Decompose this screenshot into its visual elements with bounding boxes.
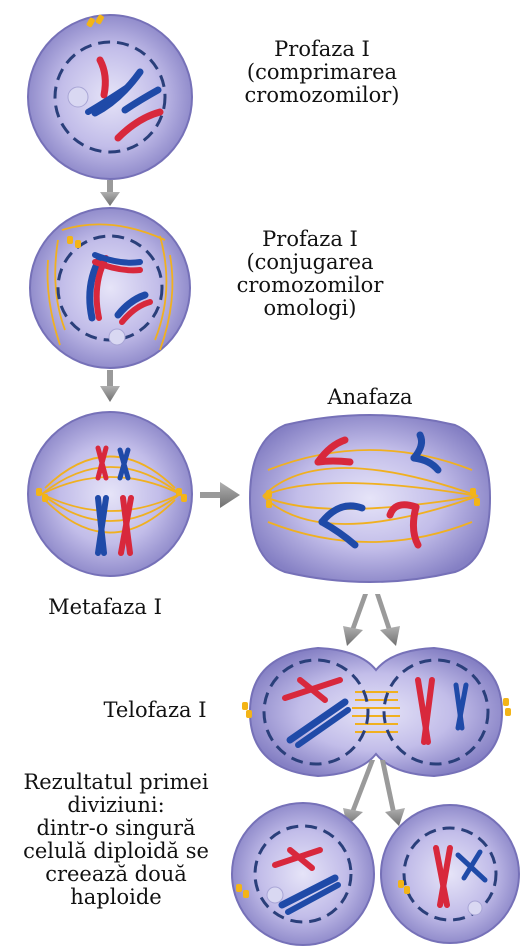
- label-line: (comprimarea: [222, 61, 422, 84]
- label-line: diviziuni:: [2, 794, 230, 817]
- centrosome-right: [503, 698, 511, 716]
- label-line: cromozomilor: [210, 274, 410, 297]
- nucleolus: [267, 887, 283, 903]
- cell-result-left: [232, 803, 374, 945]
- label-line: creează două: [2, 863, 230, 886]
- label-line: haploide: [2, 886, 230, 909]
- cell-result-right: [381, 805, 519, 943]
- label-line: (conjugarea: [210, 251, 410, 274]
- arrow-split-1: [343, 594, 400, 646]
- label-line: Anafaza: [300, 386, 440, 409]
- label-line: Rezultatul primei: [2, 771, 230, 794]
- arrow-down-2: [100, 370, 120, 402]
- label-line: Telofaza I: [80, 699, 230, 722]
- label-line: cromozomilor): [222, 84, 422, 107]
- label-metaphase: Metafaza I: [20, 596, 190, 619]
- cell-telophase: [242, 648, 511, 776]
- label-line: Profaza I: [210, 228, 410, 251]
- nucleolus: [109, 329, 125, 345]
- label-line: omologi): [210, 297, 410, 320]
- label-line: dintr-o singură: [2, 817, 230, 840]
- nucleolus: [468, 901, 482, 915]
- cell-anaphase: [250, 415, 490, 582]
- label-result: Rezultatul primei diviziuni: dintr-o sin…: [2, 771, 230, 909]
- label-line: Metafaza I: [20, 596, 190, 619]
- label-line: Profaza I: [222, 38, 422, 61]
- nucleolus: [68, 87, 88, 107]
- label-line: celulă diploidă se: [2, 840, 230, 863]
- arrow-right: [200, 482, 240, 508]
- arrow-down-1: [100, 180, 120, 206]
- label-prophase-condensation: Profaza I (comprimarea cromozomilor): [222, 38, 422, 107]
- cell-prophase-condensation: [28, 14, 192, 179]
- label-prophase-pairing: Profaza I (conjugarea cromozomilor omolo…: [210, 228, 410, 320]
- label-telophase: Telofaza I: [80, 699, 230, 722]
- cell-metaphase: [28, 412, 192, 576]
- label-anaphase: Anafaza: [300, 386, 440, 409]
- cell-prophase-pairing: [30, 208, 190, 368]
